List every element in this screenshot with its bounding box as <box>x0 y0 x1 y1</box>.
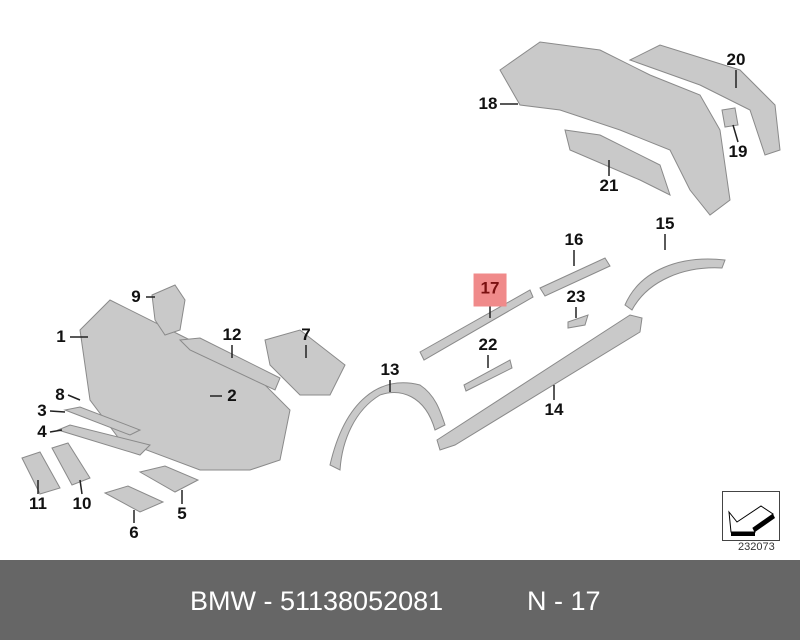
grille-5 <box>138 465 200 493</box>
bracket-19 <box>721 107 739 128</box>
parts-diagram <box>21 41 781 523</box>
grille-4 <box>56 424 151 456</box>
rear-bumper <box>499 41 731 216</box>
side-skirt-14 <box>436 314 643 451</box>
callout-10[interactable]: 10 <box>72 494 92 513</box>
trim-17 <box>419 289 534 361</box>
callout-17-highlighted[interactable]: 17 <box>473 273 507 307</box>
rear-diffuser <box>628 44 781 156</box>
grille-6 <box>103 485 165 513</box>
callout-23[interactable]: 23 <box>566 287 586 306</box>
carrier-7 <box>264 329 346 396</box>
callout-12[interactable]: 12 <box>222 325 242 344</box>
callout-11[interactable]: 11 <box>29 494 47 513</box>
callout-18[interactable]: 18 <box>478 94 498 113</box>
wheel-arch-15 <box>624 258 726 311</box>
bracket-9 <box>151 284 186 336</box>
callout-14[interactable]: 14 <box>544 400 564 419</box>
position-number: N - 17 <box>527 586 601 616</box>
callout-8[interactable]: 8 <box>55 385 65 404</box>
callout-1[interactable]: 1 <box>56 327 66 346</box>
callout-5[interactable]: 5 <box>177 504 187 523</box>
reinforcement-12 <box>178 337 281 391</box>
callout-22[interactable]: 22 <box>478 335 498 354</box>
part-23 <box>567 314 589 329</box>
callout-9[interactable]: 9 <box>131 287 141 306</box>
diagram-reference-number: 232073 <box>738 541 775 553</box>
part-number: BMW - 51138052081 <box>190 586 444 616</box>
part-22 <box>463 359 513 392</box>
trim-16 <box>539 257 611 297</box>
cover-10 <box>51 442 91 486</box>
callout-4[interactable]: 4 <box>37 422 47 441</box>
callout-7[interactable]: 7 <box>301 325 311 344</box>
cover-11 <box>21 451 61 495</box>
callout-19[interactable]: 19 <box>728 142 748 161</box>
callout-20[interactable]: 20 <box>726 50 746 69</box>
callout-6[interactable]: 6 <box>129 523 139 542</box>
strip-3 <box>63 406 142 436</box>
rear-carrier <box>564 129 671 196</box>
callout-16[interactable]: 16 <box>564 230 584 249</box>
callout-15[interactable]: 15 <box>655 214 675 233</box>
callout-13[interactable]: 13 <box>380 360 400 379</box>
wheel-arch-13 <box>329 382 446 471</box>
callout-2[interactable]: 2 <box>227 386 237 405</box>
callout-3[interactable]: 3 <box>37 401 47 420</box>
orientation-arrow-icon <box>722 491 780 541</box>
footer-bar: BMW - 51138052081 N - 17 <box>0 560 800 640</box>
callout-21[interactable]: 21 <box>599 176 619 195</box>
